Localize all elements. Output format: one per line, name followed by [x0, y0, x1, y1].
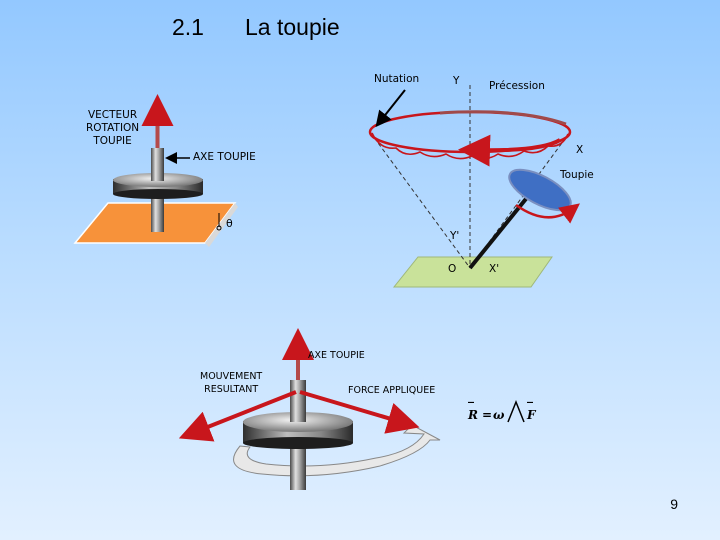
formula-r: R: [468, 408, 478, 422]
y-prime-label: Y': [450, 230, 460, 242]
bottom-axis-label: AXE TOUPIE: [308, 350, 365, 361]
upper-spindle: [151, 148, 164, 181]
formula-f-vector-bar: ‾: [527, 400, 533, 414]
resultant-movement-arrow: [178, 390, 297, 442]
page-number: 9: [670, 496, 678, 512]
disc-spin-arrow: [515, 203, 580, 224]
bottom-spinning-top: [178, 328, 525, 490]
movement-label-line: RESULTANT: [204, 384, 259, 395]
slide-title: La toupie: [245, 14, 340, 40]
top-left-spinning-top: [73, 94, 238, 247]
y-axis-label: Y: [453, 75, 460, 87]
origin-label: O: [448, 263, 457, 275]
precession-arrow: [458, 134, 562, 167]
nutation-pointer: [375, 89, 406, 128]
vector-label-line: TOUPIE: [93, 135, 132, 147]
vector-rotation-label: VECTEUR ROTATION TOUPIE: [86, 109, 139, 148]
formula-r-vector-bar: ‾: [468, 400, 474, 414]
vector-label-line: VECTEUR: [87, 109, 138, 121]
disc-bottom-edge: [113, 189, 203, 199]
axis-label: AXE TOUPIE: [193, 151, 256, 163]
theta-pivot: [216, 225, 222, 231]
cross-product-wedge: [507, 399, 525, 423]
precession-diagram: [368, 85, 580, 288]
formula-equals: =: [482, 408, 493, 422]
precession-arrow-head-return: [439, 110, 567, 126]
formula-omega: ω: [493, 408, 505, 422]
green-plane: [392, 256, 553, 288]
upper-spindle: [290, 380, 306, 422]
movement-label: MOUVEMENT RESULTANT: [200, 370, 262, 396]
formula-f: F: [527, 408, 536, 422]
theta-label: θ: [226, 217, 233, 230]
nutation-label: Nutation: [374, 73, 420, 85]
x-prime-label: X': [489, 263, 500, 275]
plane-shadow: [205, 203, 238, 247]
toupie-label: Toupie: [560, 169, 594, 181]
movement-label-line: MOUVEMENT: [200, 371, 263, 382]
disc-bottom-edge: [243, 437, 353, 449]
applied-force-arrow: [299, 390, 420, 434]
lower-spindle: [290, 440, 306, 490]
precession-label: Précession: [489, 80, 545, 92]
section-number: 2.1: [172, 14, 204, 40]
vector-label-line: ROTATION: [86, 122, 140, 134]
force-label: FORCE APPLIQUEE: [348, 385, 436, 396]
cone-left-edge: [369, 131, 471, 269]
lower-spindle: [151, 192, 164, 232]
x-axis-label: X: [576, 144, 584, 156]
